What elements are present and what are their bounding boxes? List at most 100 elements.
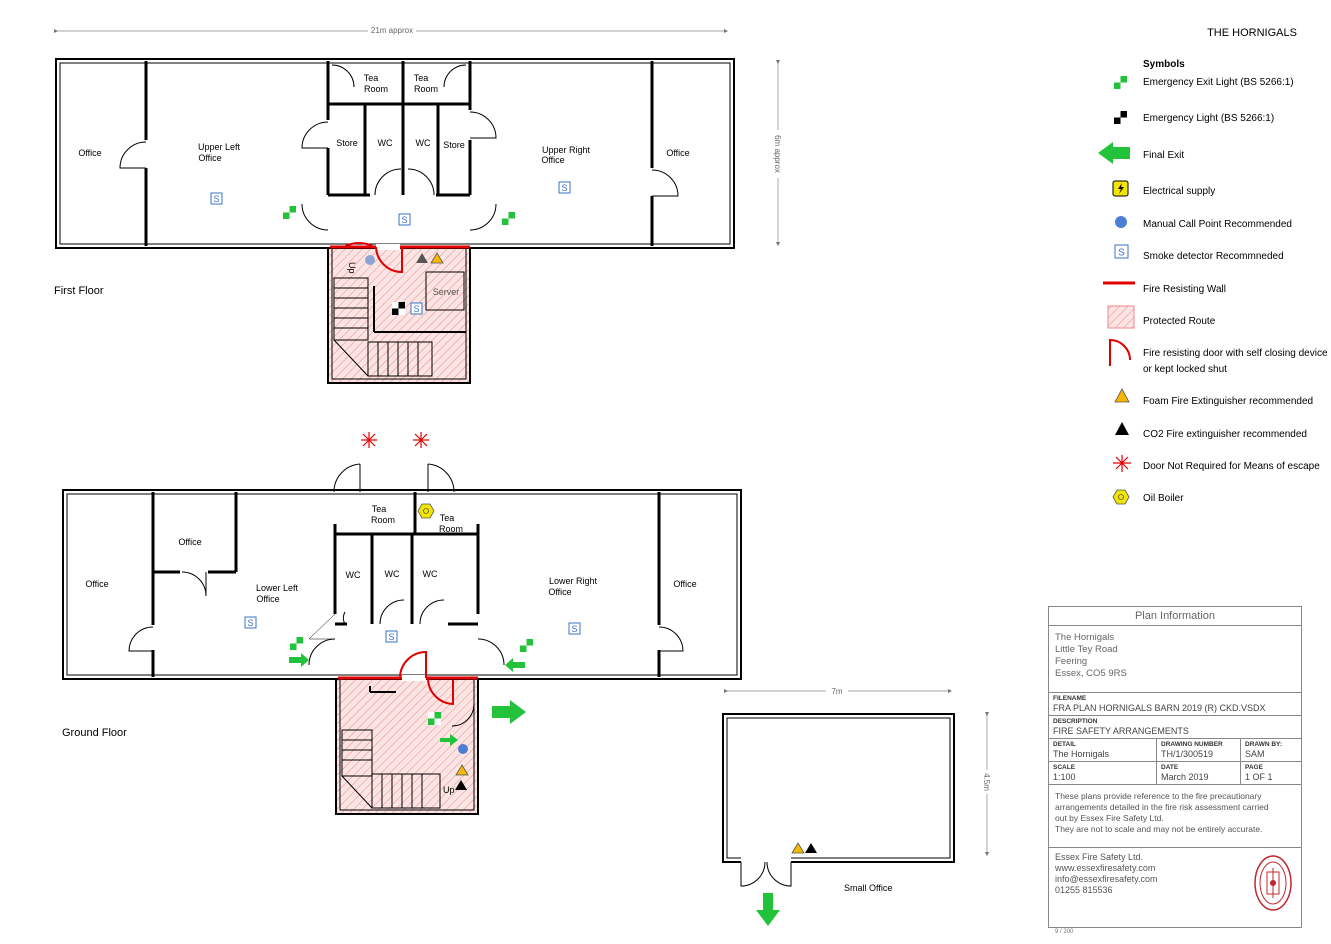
small-office-label: Small Office	[844, 883, 892, 893]
detail-label: DETAIL	[1053, 741, 1076, 748]
room-label: Office	[256, 594, 279, 604]
company-name: Essex Fire Safety Ltd.	[1055, 852, 1144, 862]
final-exit-arrow-icon	[492, 700, 526, 724]
emergency-light-icon	[392, 302, 405, 315]
fire-door-icon	[1109, 338, 1131, 366]
smoke-detector-icon: S	[568, 622, 581, 635]
foam-extinguisher-icon	[455, 764, 469, 776]
door-not-required-icon	[361, 432, 377, 448]
smoke-detector-icon: S	[385, 630, 398, 643]
company-contact: Essex Fire Safety Ltd. www.essexfiresafe…	[1049, 848, 1301, 935]
co2-extinguisher-icon	[416, 253, 428, 263]
room-label: Office	[666, 148, 689, 158]
emergency-exit-light-icon	[428, 712, 441, 725]
site-address: The Hornigals Little Tey Road Feering Es…	[1049, 626, 1301, 693]
note-line: These plans provide reference to the fir…	[1055, 791, 1262, 801]
legend-item-label: or kept locked shut	[1143, 364, 1227, 375]
disclaimer-note: These plans provide reference to the fir…	[1049, 785, 1301, 848]
oil-boiler-icon	[1112, 489, 1130, 505]
room-label: Room	[439, 524, 463, 534]
co2-extinguisher-icon	[1115, 422, 1129, 435]
note-line: They are not to scale and may not be ent…	[1055, 824, 1263, 834]
manual-call-point-icon	[458, 744, 468, 754]
dimension-21m: 21m approx	[53, 25, 729, 35]
drawing-number-label: DRAWING NUMBER	[1161, 741, 1223, 748]
svg-text:S: S	[401, 215, 407, 225]
svg-text:S: S	[1118, 248, 1125, 259]
door-not-required-icon	[413, 432, 429, 448]
electrical-supply-icon	[1112, 180, 1129, 197]
room-label: WC	[385, 569, 400, 579]
small-office-plan: 7m 4.5m Small Office	[722, 685, 992, 926]
legend-item-label: Emergency Exit Light (BS 5266:1)	[1143, 77, 1294, 88]
legend-item-label: Protected Route	[1143, 316, 1216, 327]
room-label: Room	[414, 84, 438, 94]
stair-up-label: Up	[347, 262, 357, 274]
emergency-exit-light-icon	[502, 212, 515, 225]
scale-label: SCALE	[1053, 764, 1076, 771]
legend: Symbols Emergency Exit Light (BS 5266:1)…	[1098, 59, 1328, 505]
dimension-6m-label: 6m approx	[773, 135, 782, 173]
emergency-exit-light-icon	[520, 639, 533, 652]
plan-information-block: Plan Information The Hornigals Little Te…	[1048, 606, 1302, 935]
ground-floor-protected-stairwell	[335, 678, 479, 815]
filename-label: FILENAME	[1053, 695, 1087, 702]
room-label: Office	[548, 587, 571, 597]
drawn-by-value: SAM	[1245, 749, 1265, 759]
foam-extinguisher-icon	[430, 252, 444, 264]
manual-call-point-icon	[1115, 216, 1127, 228]
ground-floor-fire-door	[399, 650, 427, 679]
address-line: Little Tey Road	[1055, 644, 1118, 655]
company-seal-icon	[1254, 855, 1292, 911]
legend-item-label: Door Not Required for Means of escape	[1143, 461, 1320, 472]
oil-boiler-icon	[417, 503, 435, 519]
room-label: Store	[336, 138, 358, 148]
co2-extinguisher-icon	[805, 843, 817, 853]
door-not-required-icon	[1113, 455, 1131, 472]
room-label: Office	[673, 579, 696, 589]
svg-text:S: S	[413, 304, 419, 314]
svg-text:S: S	[571, 624, 577, 634]
room-label: Lower Left	[256, 583, 299, 593]
detail-value: The Hornigals	[1053, 749, 1110, 759]
emergency-exit-light-icon	[1114, 76, 1127, 89]
svg-text:S: S	[247, 618, 253, 628]
foam-extinguisher-icon	[1114, 388, 1130, 403]
dimension-7m-label: 7m	[831, 687, 842, 696]
svg-text:S: S	[561, 183, 567, 193]
dimension-6m: 6m approx	[773, 59, 783, 247]
room-label: WC	[346, 570, 361, 580]
room-label: WC	[416, 138, 431, 148]
legend-item-label: Foam Fire Extinguisher recommended	[1143, 396, 1313, 407]
exit-direction-arrow-icon	[289, 653, 309, 667]
room-label: WC	[378, 138, 393, 148]
smoke-detector-icon: S	[210, 192, 223, 205]
description-value: FIRE SAFETY ARRANGEMENTS	[1053, 726, 1189, 736]
date-label: DATE	[1161, 764, 1179, 771]
first-floor-protected-stairwell	[327, 247, 471, 384]
stair-up-label: Up	[443, 785, 455, 795]
room-label: Office	[178, 537, 201, 547]
smoke-detector-icon: S	[398, 213, 411, 226]
room-label: Room	[371, 515, 395, 525]
final-exit-arrow-icon	[756, 893, 780, 926]
svg-text:S: S	[213, 194, 219, 204]
legend-item-label: Final Exit	[1143, 150, 1184, 161]
room-label: Server	[433, 287, 460, 297]
company-phone: 01255 815536	[1055, 885, 1113, 895]
legend-item-label: Oil Boiler	[1143, 493, 1184, 504]
company-website: www.essexfiresafety.com	[1055, 863, 1156, 873]
first-floor-plan: Office Upper Left Office Tea Room Tea Ro…	[55, 58, 735, 384]
room-label: Office	[85, 579, 108, 589]
room-label: Upper Right	[542, 145, 591, 155]
room-label: Tea	[372, 504, 387, 514]
note-line: arrangements detailed in the fire risk a…	[1055, 802, 1269, 812]
emergency-exit-light-icon	[283, 206, 296, 219]
room-label: Tea	[440, 513, 455, 523]
exit-direction-arrow-icon	[440, 734, 458, 746]
exit-direction-arrow-icon	[505, 658, 525, 672]
co2-extinguisher-icon	[455, 780, 467, 790]
legend-item-label: CO2 Fire extinguisher recommended	[1143, 429, 1307, 440]
company-email: info@essexfiresafety.com	[1055, 874, 1158, 884]
